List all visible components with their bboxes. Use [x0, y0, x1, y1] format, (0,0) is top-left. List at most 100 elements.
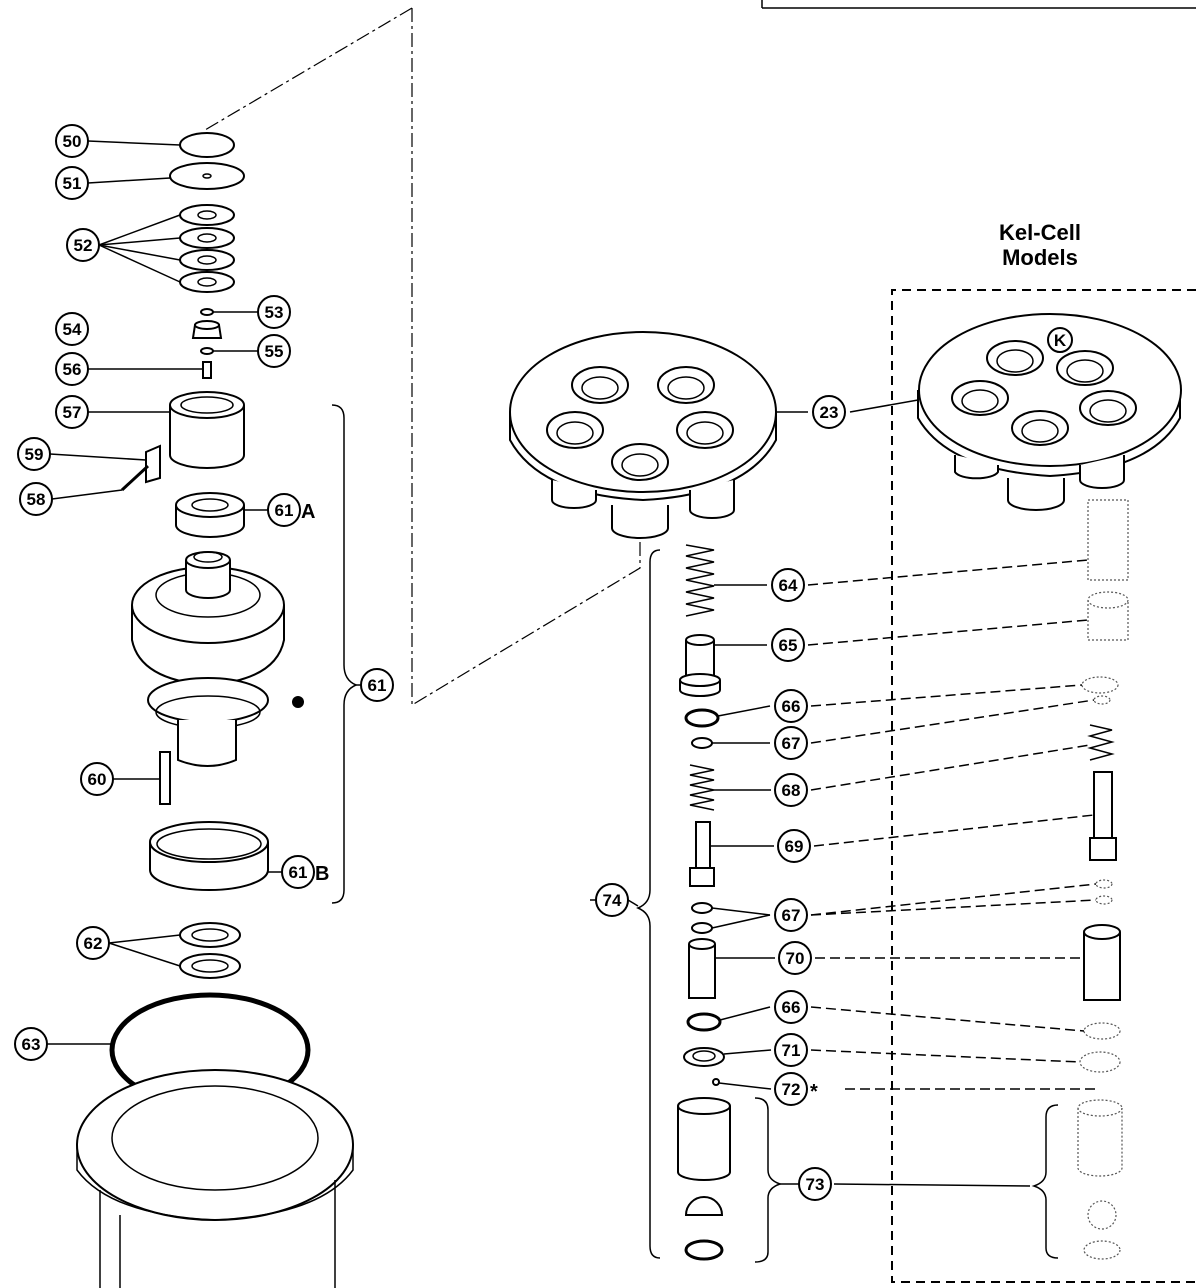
brace-74: [636, 549, 661, 1259]
suffix-b: B: [315, 863, 329, 885]
svg-text:73: 73: [806, 1175, 825, 1194]
callout-57: 57: [55, 395, 89, 429]
callout-64: 64: [771, 568, 805, 602]
callout-66-lower: 66: [774, 990, 808, 1024]
svg-text:68: 68: [782, 781, 801, 800]
part-64-spring: [685, 544, 715, 617]
kel-cell-ghost-parts: [1077, 499, 1129, 1260]
part-67-o-ring-b: [691, 902, 713, 914]
part-23-kel-cell-valve-plate: K: [917, 313, 1182, 511]
svg-text:66: 66: [782, 998, 801, 1017]
svg-text:66: 66: [782, 697, 801, 716]
kel-cell-dashed-frame: [891, 289, 1196, 1283]
svg-text:57: 57: [63, 403, 82, 422]
left-leaders: [47, 140, 282, 1045]
callout-56: 56: [55, 352, 89, 386]
callout-71: 71: [774, 1033, 808, 1067]
svg-text:67: 67: [782, 734, 801, 753]
callout-68: 68: [774, 773, 808, 807]
callout-74: 74: [595, 883, 629, 917]
suffix-a: A: [301, 501, 315, 523]
callout-59: 59: [17, 437, 51, 471]
callout-60: 60: [80, 762, 114, 796]
svg-text:72: 72: [782, 1080, 801, 1099]
brace-73: [754, 1097, 783, 1263]
part-55: [200, 347, 214, 355]
callout-67-lower: 67: [774, 898, 808, 932]
svg-text:74: 74: [603, 891, 622, 910]
callout-61b: 61 B: [281, 855, 329, 889]
part-56-screw: [202, 361, 212, 379]
kel-cell-piston: [1089, 771, 1117, 861]
svg-text:63: 63: [22, 1035, 41, 1054]
svg-text:70: 70: [786, 949, 805, 968]
svg-text:69: 69: [785, 837, 804, 856]
center-axis-line: [411, 8, 641, 707]
part-60-key: [159, 751, 171, 805]
callout-62: 62: [76, 926, 110, 960]
callout-63: 63: [14, 1027, 48, 1061]
svg-text:56: 56: [63, 360, 82, 379]
part-53: [200, 308, 214, 316]
callout-66-upper: 66: [774, 689, 808, 723]
callout-23: 23: [812, 395, 846, 429]
kel-cell-logo: [1047, 327, 1073, 353]
kel-cell-logo-letter: K: [1054, 331, 1067, 350]
part-58-pin: [120, 464, 150, 492]
part-61b-ring: [149, 821, 269, 891]
svg-text:51: 51: [63, 174, 82, 193]
center-leaders: [710, 399, 1100, 1187]
part-52-washers: [179, 204, 235, 293]
part-66-o-ring-b: [686, 1012, 722, 1032]
svg-text:61: 61: [289, 863, 308, 882]
part-66-o-ring: [684, 708, 720, 728]
kel-cell-title-line2: Models: [1002, 245, 1078, 270]
part-72-ball: [712, 1078, 720, 1086]
svg-text:60: 60: [88, 770, 107, 789]
part-23-valve-plate: [509, 331, 777, 539]
callout-58: 58: [19, 482, 53, 516]
callout-72: 72 *: [774, 1072, 818, 1106]
svg-text:64: 64: [779, 576, 798, 595]
svg-text:59: 59: [25, 445, 44, 464]
part-housing: [76, 1069, 354, 1288]
kel-cell-title-line1: Kel-Cell: [999, 220, 1081, 245]
part-59-clip: [145, 444, 161, 484]
svg-text:65: 65: [779, 636, 798, 655]
part-69-piston: [689, 821, 715, 887]
svg-text:53: 53: [265, 303, 284, 322]
kel-cell-spring: [1087, 724, 1115, 761]
callout-65: 65: [771, 628, 805, 662]
part-51-hole: [202, 173, 212, 179]
axis-line-top: [204, 7, 413, 131]
svg-text:54: 54: [63, 320, 82, 339]
svg-text:67: 67: [782, 906, 801, 925]
svg-text:61: 61: [275, 501, 294, 520]
part-50-o-ring: [179, 132, 235, 158]
svg-text:52: 52: [74, 236, 93, 255]
part-57-sleeve: [169, 391, 245, 469]
brace-kel-73: [1031, 1104, 1059, 1259]
part-51-washer: [169, 162, 245, 190]
callout-73: 73: [798, 1167, 832, 1201]
callout-52: 52: [66, 228, 100, 262]
svg-text:71: 71: [782, 1041, 801, 1060]
callout-50: 50: [55, 124, 89, 158]
svg-text:23: 23: [820, 403, 839, 422]
brace-61: [331, 404, 358, 904]
part-71-seat: [683, 1047, 725, 1067]
callout-61: 61: [360, 668, 394, 702]
part-68-spring: [689, 764, 715, 811]
svg-text:62: 62: [84, 934, 103, 953]
svg-text:58: 58: [27, 490, 46, 509]
callout-69: 69: [777, 829, 811, 863]
part-70-sleeve: [688, 938, 716, 999]
part-61-bearing-assembly: [131, 551, 304, 767]
callout-53: 53: [257, 295, 291, 329]
callout-70: 70: [778, 941, 812, 975]
callout-67-upper: 67: [774, 726, 808, 760]
suffix-star: *: [810, 1081, 818, 1103]
svg-text:61: 61: [368, 676, 387, 695]
part-65-retainer: [679, 634, 721, 697]
